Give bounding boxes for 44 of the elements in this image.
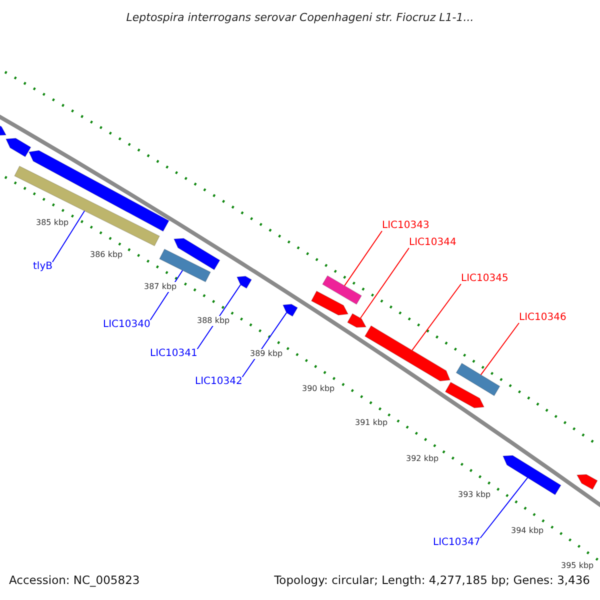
leader-line xyxy=(360,248,410,319)
gene-feature xyxy=(502,455,562,496)
gene-feature xyxy=(5,138,32,158)
position-label: 387 kbp xyxy=(143,282,178,292)
gene-feature xyxy=(576,474,598,490)
leader-line xyxy=(52,210,86,262)
position-label: 386 kbp xyxy=(89,250,124,260)
topology-text: Topology: circular; Length: 4,277,185 bp; Genes: 3,436 xyxy=(274,575,590,586)
gene-block xyxy=(14,166,160,246)
position-label: 391 kbp xyxy=(354,418,389,428)
gene-label: LIC10346 xyxy=(519,313,566,323)
gene-label: LIC10341 xyxy=(150,349,198,359)
gene-feature xyxy=(444,382,485,408)
position-label: 385 kbp xyxy=(35,218,70,228)
leader-line xyxy=(344,230,382,286)
gene-feature xyxy=(173,238,220,270)
gene-label: LIC10343 xyxy=(382,221,430,231)
gene-block xyxy=(158,248,212,282)
gene-label: LIC10342 xyxy=(195,377,242,387)
leader-line xyxy=(412,284,462,351)
leader-line xyxy=(480,477,528,538)
gene-block xyxy=(456,362,500,396)
title: Leptospira interrogans serovar Copenhageni str. Fiocruz L1-1... xyxy=(126,11,474,24)
position-label: 390 kbp xyxy=(301,384,336,394)
position-label: 394 kbp xyxy=(510,526,545,536)
gene-label: LIC10345 xyxy=(461,274,508,284)
position-label: 392 kbp xyxy=(405,454,440,464)
position-label: 388 kbp xyxy=(196,316,231,326)
position-label: 389 kbp xyxy=(249,349,284,359)
gene-feature xyxy=(310,290,349,316)
gene-label: LIC10344 xyxy=(409,238,456,248)
gene-feature xyxy=(364,325,451,382)
position-label: 393 kbp xyxy=(457,490,492,500)
gene-feature xyxy=(346,313,367,328)
gene-feature xyxy=(28,150,170,232)
gene-label: tlyB xyxy=(33,262,52,272)
gene-block xyxy=(322,275,362,305)
position-label: 395 kbp xyxy=(560,561,595,571)
gene-feature xyxy=(236,276,252,289)
gene-label: LIC10340 xyxy=(103,320,150,330)
gene-feature xyxy=(282,304,298,317)
gene-label: LIC10347 xyxy=(433,538,480,548)
accession-text: Accession: NC_005823 xyxy=(9,575,140,586)
leader-line xyxy=(480,322,520,376)
